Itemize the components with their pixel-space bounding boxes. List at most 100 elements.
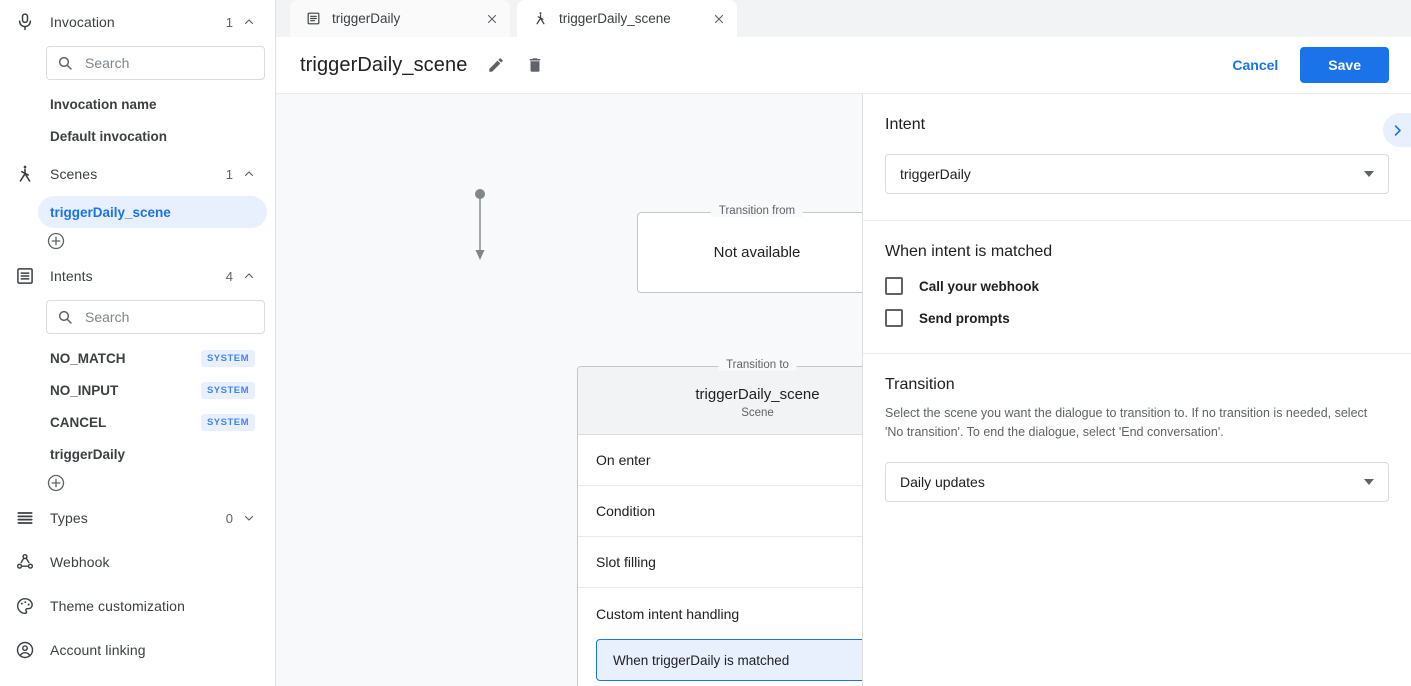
close-icon[interactable]	[484, 11, 500, 27]
scene-row-label: Slot filling	[596, 554, 656, 570]
transition-description: Select the scene you want the dialogue t…	[885, 406, 1368, 439]
chevron-up-icon[interactable]	[243, 16, 255, 28]
intents-search-box[interactable]	[46, 300, 265, 334]
sidebar-item-invocation-name[interactable]: Invocation name	[38, 88, 267, 120]
tab-triggerdaily[interactable]: triggerDaily	[290, 0, 510, 37]
transition-from-node[interactable]: Transition from Not available	[637, 205, 862, 293]
save-button[interactable]: Save	[1300, 47, 1389, 83]
intent-doc-icon	[306, 11, 322, 27]
chevron-down-icon	[1364, 171, 1374, 177]
sidebar-group-count: 0	[225, 510, 233, 526]
checkbox-call-your-webhook[interactable]	[885, 277, 903, 295]
checkbox-row-send-prompts[interactable]: Send prompts	[885, 309, 1389, 327]
sidebar-item-triggerdaily-scene[interactable]: triggerDaily_scene	[38, 196, 267, 228]
scene-branch-icon	[533, 11, 549, 27]
sidebar-item-label: CANCEL	[50, 414, 107, 430]
palette-icon	[14, 595, 36, 617]
panel-section-transition: Transition Select the scene you want the…	[863, 354, 1411, 528]
sidebar-group-label: Types	[50, 510, 88, 526]
sidebar-item-account-linking[interactable]: Account linking	[0, 628, 275, 672]
microphone-icon	[14, 11, 36, 33]
sidebar-item-no-match[interactable]: NO_MATCH SYSTEM	[38, 342, 267, 374]
sidebar-group-label: Scenes	[50, 166, 98, 182]
sidebar-item-backend-services[interactable]: Backend services	[0, 672, 275, 686]
invocation-search-box[interactable]	[46, 46, 265, 80]
scene-section-custom-intent-handling: Custom intent handling When triggerDaily…	[578, 588, 862, 686]
sidebar-item-label: NO_MATCH	[50, 350, 126, 366]
tab-triggerdaily-scene[interactable]: triggerDaily_scene	[517, 0, 737, 37]
editor-body: Transition from Not available Transition…	[276, 94, 1411, 686]
intents-search-input[interactable]	[83, 308, 254, 326]
section-title-intent: Intent	[885, 116, 926, 133]
checkbox-row-call-your-webhook[interactable]: Call your webhook	[885, 277, 1389, 295]
checkbox-send-prompts[interactable]	[885, 309, 903, 327]
tab-label: triggerDaily_scene	[559, 11, 671, 26]
sidebar-item-label: Invocation name	[50, 96, 157, 112]
sidebar-item-no-input[interactable]: NO_INPUT SYSTEM	[38, 374, 267, 406]
sidebar-group-invocation[interactable]: Invocation 1	[0, 0, 275, 44]
scene-row-condition[interactable]: Condition	[578, 486, 862, 537]
chevron-up-icon[interactable]	[243, 168, 255, 180]
panel-section-intent: Intent triggerDaily	[863, 94, 1411, 221]
cancel-button[interactable]: Cancel	[1220, 48, 1290, 82]
search-icon	[57, 55, 73, 71]
status-badge: SYSTEM	[200, 381, 255, 399]
checkbox-label: Call your webhook	[919, 278, 1040, 294]
invocation-search-input[interactable]	[83, 54, 254, 72]
intent-handler-chip[interactable]: When triggerDaily is matched	[596, 639, 862, 681]
transition-from-legend: Transition from	[710, 205, 804, 217]
sidebar-item-label: NO_INPUT	[50, 382, 119, 398]
scene-card-header: triggerDaily_scene Scene	[578, 367, 862, 435]
sidebar-group-intents[interactable]: Intents 4	[0, 254, 275, 298]
checkbox-label: Send prompts	[919, 310, 1010, 326]
tab-label: triggerDaily	[332, 11, 401, 26]
add-scene-icon[interactable]	[46, 231, 66, 251]
sidebar-group-count: 1	[225, 166, 233, 182]
scene-type-label: Scene	[741, 407, 774, 419]
intent-select[interactable]: triggerDaily	[885, 154, 1389, 194]
add-intent-row	[0, 470, 275, 496]
panel-section-when-matched: When intent is matched Call your webhook…	[863, 221, 1411, 354]
sidebar-item-cancel[interactable]: CANCEL SYSTEM	[38, 406, 267, 438]
chevron-up-icon[interactable]	[243, 270, 255, 282]
search-icon	[57, 309, 73, 325]
chevron-down-icon[interactable]	[243, 512, 255, 524]
sidebar-group-count: 1	[225, 14, 233, 30]
sidebar-item-label: Default invocation	[50, 128, 168, 144]
transition-from-value: Not available	[713, 244, 801, 261]
trash-icon[interactable]	[525, 55, 545, 75]
sidebar-group-scenes[interactable]: Scenes 1	[0, 152, 275, 196]
webhook-icon	[14, 551, 36, 573]
scene-graph-canvas[interactable]: Transition from Not available Transition…	[276, 94, 862, 686]
scene-row-label: Condition	[596, 503, 656, 519]
status-badge: SYSTEM	[200, 413, 255, 431]
tab-bar: triggerDaily triggerDaily_scene	[276, 0, 1411, 37]
sidebar-item-label: triggerDaily	[50, 446, 126, 462]
chevron-right-icon[interactable]	[1383, 113, 1411, 147]
scene-row-label: Custom intent handling	[596, 605, 740, 622]
sidebar-item-default-invocation[interactable]: Default invocation	[38, 120, 267, 152]
scene-row-slot-filling[interactable]: Slot filling	[578, 537, 862, 588]
sidebar-item-theme-customization[interactable]: Theme customization	[0, 584, 275, 628]
page-title: triggerDaily_scene	[300, 53, 468, 76]
properties-panel: Intent triggerDaily When intent is match…	[862, 94, 1411, 686]
types-lines-icon	[14, 507, 36, 529]
scene-name: triggerDaily_scene	[695, 386, 820, 403]
transition-select[interactable]: Daily updates	[885, 461, 1389, 502]
scene-row-custom-intent-handling[interactable]: Custom intent handling	[578, 588, 862, 639]
sidebar-group-label: Intents	[50, 268, 93, 284]
sidebar-group-types[interactable]: Types 0	[0, 496, 275, 540]
sidebar-item-label: Theme customization	[50, 598, 185, 614]
close-icon[interactable]	[711, 11, 727, 27]
section-title-when-matched: When intent is matched	[885, 243, 1053, 260]
scene-row-on-enter[interactable]: On enter	[578, 435, 862, 486]
pencil-icon[interactable]	[486, 55, 506, 75]
sidebar-item-webhook[interactable]: Webhook	[0, 540, 275, 584]
scene-card: Transition to triggerDaily_scene Scene O…	[577, 359, 862, 686]
sidebar-item-triggerdaily[interactable]: triggerDaily	[38, 438, 267, 470]
main-area: triggerDaily triggerDaily_scene	[276, 0, 1411, 686]
add-intent-icon[interactable]	[46, 473, 66, 493]
intents-list-icon	[14, 265, 36, 287]
sidebar-group-label: Invocation	[50, 14, 115, 30]
sidebar-group-count: 4	[225, 268, 233, 284]
